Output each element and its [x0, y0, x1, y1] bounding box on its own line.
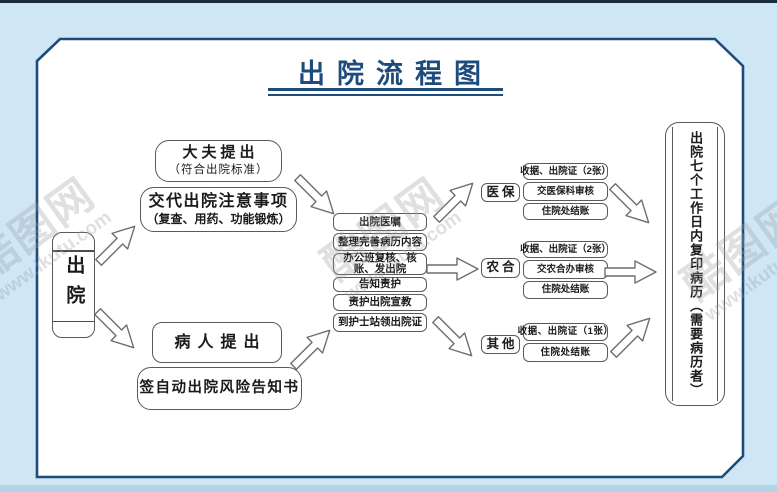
mid-step-complete-record: 整理完善病历内容	[333, 233, 427, 251]
start-node-discharge: 出院	[52, 232, 95, 338]
discharge-instructions-box: 交代出院注意事项 （复查、用药、功能锻炼）	[140, 187, 297, 232]
mid-step-discharge-order: 出院医嘱	[333, 213, 427, 231]
yibao-step-receipt: 收据、出院证（2张）	[520, 163, 611, 180]
final-copy-record-box: 出院七个工作日内复印病历（需要病历者）	[665, 122, 725, 406]
yibao-step-review: 交医保科审核	[523, 182, 608, 201]
mid-step-nurse-education: 责护出院宣教	[333, 294, 427, 311]
discharge-instructions-line1: 交代出院注意事项	[148, 193, 289, 210]
bottom-edge-strip	[0, 485, 777, 492]
nonghe-step-review: 交农合办审核	[523, 260, 608, 279]
nonghe-step-settle: 住院处结账	[523, 281, 608, 299]
other-step-receipt: 收据、出院证（1张）	[518, 323, 613, 341]
arrow-nonghe-to-final	[604, 260, 657, 284]
mid-step-office-review: 办公班复核、核账、发出院	[333, 253, 427, 275]
risk-notice-box: 签自动出院风险告知书	[137, 367, 302, 410]
mid-step-get-certificate: 到护士站领出院证	[333, 313, 427, 332]
nonghe-step-receipt: 收据、出院证（2张）	[520, 241, 611, 258]
start-node-label: 出院	[63, 255, 85, 315]
page-title: 出院流程图	[298, 59, 493, 89]
branch-label-other: 其他	[481, 335, 520, 354]
top-edge-strip	[0, 0, 777, 3]
branch-label-nonghe: 农合	[481, 258, 520, 278]
arrow-mid-to-nonghe	[426, 257, 479, 281]
other-step-settle: 住院处结账	[523, 343, 608, 362]
yibao-step-settle: 住院处结账	[523, 203, 608, 220]
doctor-proposal-box: 大夫提出 （符合出院标准）	[155, 140, 282, 182]
discharge-instructions-line2: （复查、用药、功能锻炼）	[146, 212, 291, 226]
title-underline	[268, 88, 503, 96]
patient-proposal-box: 病人提出	[152, 322, 282, 363]
mid-step-inform-nurse: 告知责护	[333, 277, 427, 292]
branch-label-yibao: 医保	[481, 183, 520, 202]
doctor-proposal-line2: （符合出院标准）	[168, 164, 269, 177]
doctor-proposal-line1: 大夫提出	[182, 144, 259, 162]
final-copy-record-label: 出院七个工作日内复印病历（需要病历者）	[688, 131, 704, 397]
